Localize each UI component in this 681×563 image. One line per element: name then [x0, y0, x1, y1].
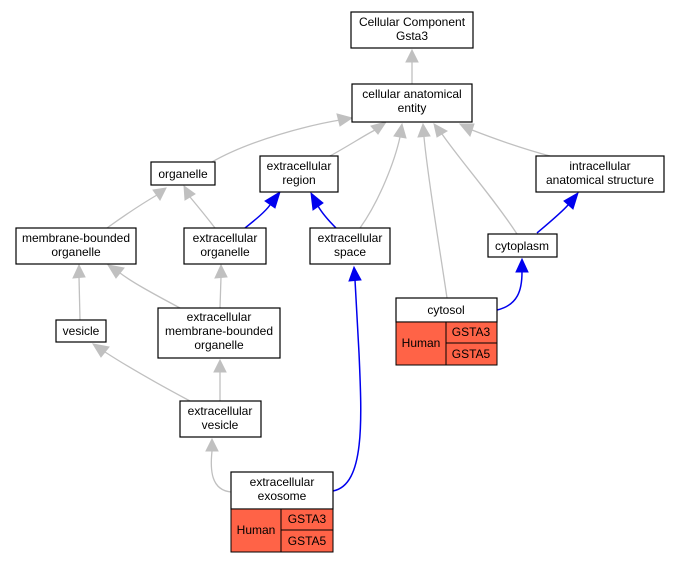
node-extracellular-membrane-bounded-organelle[interactable]: extracellular membrane-bounded organelle: [157, 307, 281, 359]
svg-text:vesicle: vesicle: [202, 418, 239, 432]
node-intracellular-anatomical-structure[interactable]: intracellular anatomical structure: [535, 155, 665, 193]
svg-text:anatomical structure: anatomical structure: [546, 173, 654, 187]
svg-text:membrane-bounded: membrane-bounded: [22, 231, 130, 245]
svg-text:membrane-bounded: membrane-bounded: [165, 324, 273, 338]
svg-text:exosome: exosome: [258, 489, 307, 503]
edge-cytoplasm-to-cae: [433, 123, 518, 235]
edge-ecmbo-to-mbo: [106, 264, 181, 309]
node-extracellular-space[interactable]: extracellular space: [309, 227, 391, 265]
svg-text:space: space: [334, 245, 366, 259]
annotation-species: Human: [402, 336, 441, 350]
svg-text:extracellular: extracellular: [187, 310, 252, 324]
node-extracellular-region[interactable]: extracellular region: [259, 155, 339, 193]
edge-ecvesicle-to-ecmbo: [213, 358, 227, 401]
svg-text:organelle: organelle: [200, 245, 250, 259]
svg-text:Cellular Component: Cellular Component: [359, 15, 466, 29]
svg-text:cellular anatomical: cellular anatomical: [362, 87, 461, 101]
svg-text:extracellular: extracellular: [188, 404, 253, 418]
annotation-table-exosome: Human GSTA3 GSTA5: [230, 508, 334, 553]
svg-text:extracellular: extracellular: [318, 231, 383, 245]
annotation-table-cytosol: Human GSTA3 GSTA5: [395, 321, 498, 366]
node-cellular-component[interactable]: Cellular Component Gsta3: [350, 11, 474, 49]
edge-ias-to-cae: [458, 123, 551, 157]
svg-text:Gsta3: Gsta3: [396, 29, 428, 43]
annotation-gene: GSTA3: [288, 512, 327, 526]
svg-text:organelle: organelle: [194, 338, 244, 352]
svg-text:vesicle: vesicle: [63, 324, 100, 338]
svg-text:organelle: organelle: [158, 167, 208, 181]
svg-text:cytoplasm: cytoplasm: [495, 239, 549, 253]
node-extracellular-vesicle[interactable]: extracellular vesicle: [179, 400, 262, 438]
edge-ecregion-to-cae: [329, 121, 388, 157]
edge-vesicle-to-mbo: [72, 263, 86, 321]
svg-text:organelle: organelle: [51, 245, 101, 259]
edge-cytosol-to-cae: [417, 122, 448, 299]
edge-cytosol-to-cytoplasm: [496, 257, 529, 311]
edge-eco-to-organelle: [183, 184, 216, 229]
edge-ecvesicle-to-vesicle: [91, 343, 191, 402]
edge-mbo-to-organelle: [106, 187, 167, 229]
edge-ecspace-to-cae: [359, 122, 407, 229]
svg-text:extracellular: extracellular: [267, 159, 332, 173]
annotation-species: Human: [237, 523, 276, 537]
annotation-gene: GSTA3: [452, 325, 491, 339]
edge-eco-to-ecregion: [244, 190, 281, 229]
edge-exosome-to-ecvesicle: [205, 437, 232, 493]
svg-text:extracellular: extracellular: [193, 231, 258, 245]
node-vesicle[interactable]: vesicle: [55, 319, 107, 343]
edge-exosome-to-ecspace: [332, 265, 362, 492]
node-cytoplasm[interactable]: cytoplasm: [487, 233, 558, 258]
annotation-gene: GSTA5: [452, 347, 491, 361]
edge-cae-to-root: [405, 48, 419, 84]
node-cellular-anatomical-entity[interactable]: cellular anatomical entity: [351, 83, 473, 123]
edge-ecmbo-to-eco: [214, 263, 228, 309]
node-extracellular-organelle[interactable]: extracellular organelle: [183, 227, 267, 265]
node-cytosol[interactable]: cytosol: [395, 297, 498, 323]
annotation-gene: GSTA5: [288, 534, 327, 548]
svg-text:intracellular: intracellular: [569, 159, 630, 173]
svg-text:entity: entity: [398, 101, 427, 115]
node-extracellular-exosome[interactable]: extracellular exosome: [230, 471, 334, 510]
edge-organelle-to-cae: [211, 113, 354, 163]
svg-text:cytosol: cytosol: [427, 303, 464, 317]
svg-text:region: region: [282, 173, 315, 187]
svg-text:extracellular: extracellular: [250, 475, 315, 489]
node-organelle[interactable]: organelle: [150, 161, 216, 186]
node-membrane-bounded-organelle[interactable]: membrane-bounded organelle: [15, 227, 137, 265]
edge-ecspace-to-ecregion: [310, 191, 337, 229]
edge-cytoplasm-to-ias: [536, 191, 579, 234]
